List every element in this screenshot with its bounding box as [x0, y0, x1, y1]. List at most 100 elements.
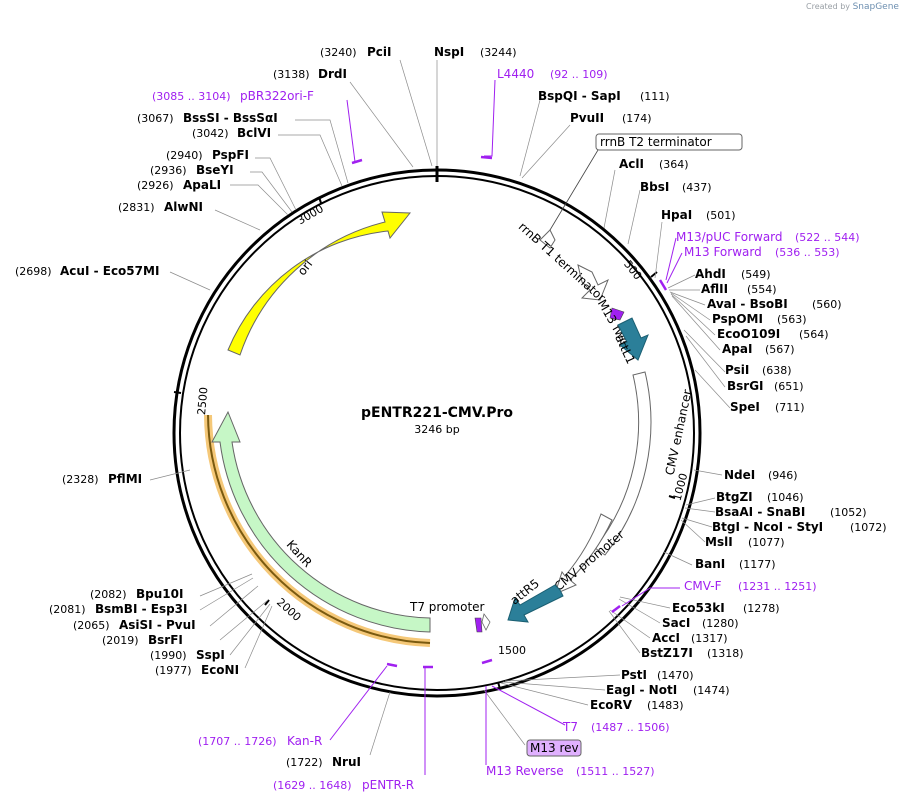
enzyme-hpai-name[interactable]: HpaI — [661, 208, 692, 222]
enzyme-avai-name[interactable]: AvaI - BsoBI — [707, 297, 788, 311]
primer-t7-name[interactable]: T7 — [562, 720, 578, 734]
leader-sspi — [229, 603, 271, 656]
enzyme-bsmbi-name[interactable]: BsmBI - Esp3I — [95, 602, 187, 616]
enzyme-eco53ki-pos: (1278) — [743, 602, 780, 615]
enzyme-bstz17i-name[interactable]: BstZ17I — [641, 646, 693, 660]
enzyme-acli-name[interactable]: AclI — [619, 157, 644, 171]
enzyme-bsaai-pos: (1052) — [830, 506, 867, 519]
primer-pbr322ori-name[interactable]: pBR322ori-F — [240, 89, 314, 103]
enzyme-asisi-name[interactable]: AsiSI - PvuI — [119, 618, 196, 632]
enzyme-acui-name[interactable]: AcuI - Eco57MI — [60, 264, 159, 278]
enzyme-bclvi-name[interactable]: BclVI — [237, 126, 271, 140]
cmv-promoter-label: CMV promoter — [552, 527, 627, 593]
enzyme-bspqi-name[interactable]: BspQI - SapI — [538, 89, 621, 103]
enzyme-pvuii-name[interactable]: PvuII — [570, 111, 604, 125]
enzyme-bsaai-name[interactable]: BsaAI - SnaBI — [715, 505, 805, 519]
enzyme-nspi-name[interactable]: NspI — [434, 45, 464, 59]
enzyme-bani-pos: (1177) — [739, 558, 776, 571]
primer-tick-l4440 — [480, 155, 493, 160]
m13-fwd-feature[interactable] — [609, 307, 625, 321]
enzyme-bsmbi-pos: (2081) — [49, 603, 86, 616]
enzyme-bpu10i-name[interactable]: Bpu10I — [136, 587, 183, 601]
primer-m13rev-name[interactable]: M13 Reverse — [486, 764, 564, 778]
enzyme-pvuii-pos: (174) — [622, 112, 652, 125]
primer-cmvf-name[interactable]: CMV-F — [684, 579, 722, 593]
rrnb-t1-feature[interactable] — [577, 264, 609, 301]
enzyme-ecorv-pos: (1483) — [647, 699, 684, 712]
attr5-feature[interactable] — [507, 584, 564, 623]
enzyme-ndei-name[interactable]: NdeI — [724, 468, 755, 482]
primer-t7-range: (1487 .. 1506) — [591, 721, 670, 734]
enzyme-bsrgi-name[interactable]: BsrGI — [727, 379, 764, 393]
enzyme-aflii-pos: (554) — [747, 283, 777, 296]
enzyme-acci-name[interactable]: AccI — [652, 631, 680, 645]
enzyme-asisi-pos: (2065) — [73, 619, 110, 632]
primer-m13fwd-name[interactable]: M13 Forward — [684, 245, 762, 259]
enzyme-msli-name[interactable]: MslI — [705, 535, 733, 549]
leader-bsrfi — [219, 599, 269, 641]
primer-tick-cmvf — [611, 605, 621, 613]
enzyme-psii-name[interactable]: PsiI — [725, 363, 749, 377]
leader-bclvi — [278, 134, 343, 187]
tick-label-2500: 2500 — [195, 387, 210, 416]
enzyme-btgi-name[interactable]: BtgI - NcoI - StyI — [712, 520, 823, 534]
enzyme-acci-pos: (1317) — [691, 632, 728, 645]
enzyme-drdi-name[interactable]: DrdI — [318, 67, 347, 81]
leader-bsaai — [684, 507, 716, 513]
enzyme-bbsi-pos: (437) — [682, 181, 712, 194]
primer-m13puc-name[interactable]: M13/pUC Forward — [676, 230, 783, 244]
enzyme-spei-name[interactable]: SpeI — [730, 400, 760, 414]
enzyme-acli-pos: (364) — [659, 158, 689, 171]
ori-label: ori — [295, 257, 316, 278]
kanr-feature[interactable] — [211, 410, 431, 633]
m13-rev-box[interactable] — [526, 739, 582, 757]
enzyme-eco53ki-name[interactable]: Eco53kI — [672, 601, 725, 615]
cmv-promoter-feature[interactable] — [554, 513, 613, 595]
enzyme-ahdi-name[interactable]: AhdI — [695, 267, 726, 281]
enzyme-econi-name[interactable]: EcoNI — [201, 663, 239, 677]
enzyme-bbsi-name[interactable]: BbsI — [640, 180, 669, 194]
enzyme-pspomi-name[interactable]: PspOMI — [712, 312, 763, 326]
enzyme-ecorv-name[interactable]: EcoRV — [590, 698, 633, 712]
enzyme-bsrfi-name[interactable]: BsrFI — [148, 633, 183, 647]
enzyme-bpu10i-pos: (2082) — [90, 588, 127, 601]
leader-nrui — [369, 691, 391, 756]
leader-eco0109i — [670, 293, 716, 336]
leader-msli — [680, 519, 706, 543]
enzyme-psti-name[interactable]: PstI — [621, 668, 647, 682]
enzyme-eagi-name[interactable]: EagI - NotI — [606, 683, 677, 697]
leader-pspomi — [670, 292, 711, 321]
enzyme-pcii-name[interactable]: PciI — [367, 45, 392, 59]
enzyme-bani-name[interactable]: BanI — [695, 557, 725, 571]
primer-l4440-name[interactable]: L4440 — [497, 67, 534, 81]
enzyme-bsssi-name[interactable]: BssSI - BssSαI — [183, 111, 278, 125]
enzyme-apali-name[interactable]: ApaLI — [183, 178, 221, 192]
enzyme-alwni-name[interactable]: AlwNI — [164, 200, 203, 214]
primer-m13rev-range: (1511 .. 1527) — [576, 765, 655, 778]
enzyme-pflmi-pos: (2328) — [62, 473, 99, 486]
primer-m13puc-range: (522 .. 544) — [795, 231, 860, 244]
enzyme-eco0109i-name[interactable]: EcoO109I — [717, 327, 780, 341]
enzyme-saci-name[interactable]: SacI — [662, 616, 690, 630]
leader-btgzi — [685, 497, 716, 506]
attl1-feature[interactable] — [617, 317, 649, 361]
enzyme-sspi-name[interactable]: SspI — [196, 648, 225, 662]
primer-l4440-range: (92 .. 109) — [550, 68, 608, 81]
enzyme-btgzi-name[interactable]: BtgZI — [716, 490, 753, 504]
enzyme-nrui-name[interactable]: NruI — [332, 755, 361, 769]
primer-kanr-name[interactable]: Kan-R — [287, 734, 322, 748]
tick-2000 — [264, 599, 270, 606]
enzyme-bseyi-name[interactable]: BseYI — [196, 163, 234, 177]
rrnb-t2-feature[interactable] — [539, 229, 556, 249]
primer-pentrr-name[interactable]: pENTR-R — [362, 778, 414, 792]
leader-econi — [244, 605, 273, 669]
t7-promoter-feature[interactable] — [474, 617, 483, 633]
leader-eagi — [502, 681, 606, 691]
m13-rev-feature[interactable] — [481, 613, 491, 631]
enzyme-aflii-name[interactable]: AflII — [701, 282, 728, 296]
enzyme-pspfi-name[interactable]: PspFI — [212, 148, 249, 162]
enzyme-nspi-pos: (3244) — [480, 46, 517, 59]
enzyme-apai-name[interactable]: ApaI — [722, 342, 752, 356]
enzyme-pflmi-name[interactable]: PflMI — [108, 472, 142, 486]
ori-feature[interactable] — [227, 211, 412, 356]
